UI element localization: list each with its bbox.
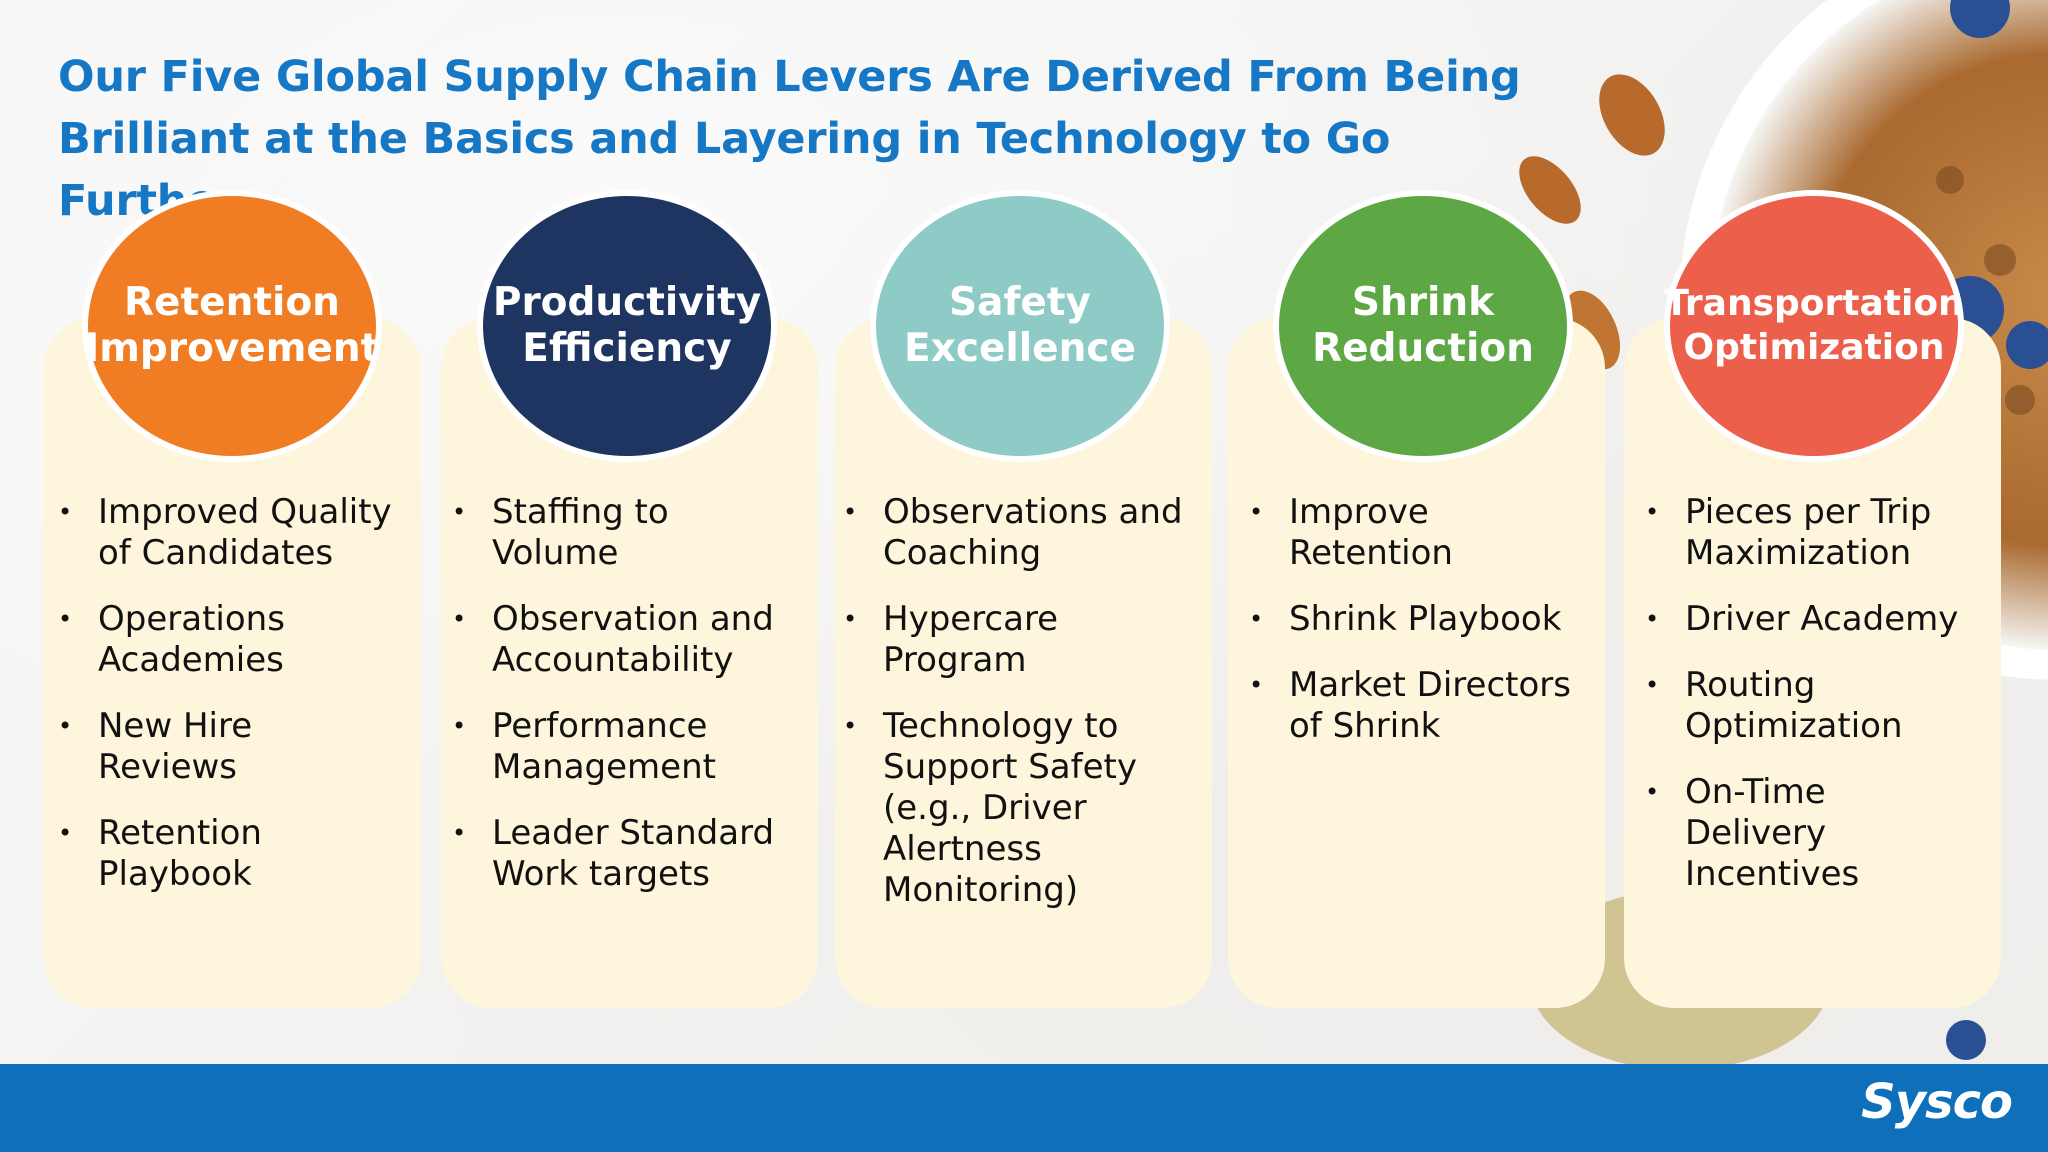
list-item: Market Directors of Shrink: [1249, 665, 1579, 747]
page-title: Our Five Global Supply Chain Levers Are …: [58, 52, 1521, 226]
list-item: On-Time Delivery Incentives: [1645, 772, 1975, 895]
list-item: Improve Retention: [1249, 492, 1579, 574]
lever-bullet-list-retention: Improved Quality of Candidates Operation…: [58, 492, 398, 920]
lever-bullet-list-transportation: Pieces per Trip Maximization Driver Acad…: [1645, 492, 1975, 920]
lever-bullet-list-shrink: Improve Retention Shrink Playbook Market…: [1249, 492, 1579, 772]
lever-heading: Transportation Optimization: [1664, 283, 1964, 368]
list-item: Driver Academy: [1645, 599, 1975, 640]
lever-heading: Productivity Efficiency: [492, 280, 762, 371]
list-item: Observation and Accountability: [452, 599, 802, 681]
lever-heading: Safety Excellence: [904, 280, 1136, 371]
list-item: Leader Standard Work targets: [452, 813, 802, 895]
list-item: Retention Playbook: [58, 813, 398, 895]
lever-heading: Shrink Reduction: [1312, 280, 1534, 371]
lever-bullet-list-productivity: Staffing to Volume Observation and Accou…: [452, 492, 802, 920]
lever-circle-transportation: Transportation Optimization: [1664, 190, 1964, 462]
footer-bar: Sysco: [0, 1064, 2048, 1152]
lever-circle-retention: Retention Improvement: [82, 190, 382, 462]
list-item: Routing Optimization: [1645, 665, 1975, 747]
lever-circle-safety: Safety Excellence: [870, 190, 1170, 462]
list-item: Performance Management: [452, 706, 802, 788]
list-item: Shrink Playbook: [1249, 599, 1579, 640]
lever-bullet-list-safety: Observations and Coaching Hypercare Prog…: [843, 492, 1203, 936]
list-item: Operations Academies: [58, 599, 398, 681]
sysco-logo: Sysco: [1861, 1074, 2013, 1130]
lever-circle-productivity: Productivity Efficiency: [477, 190, 777, 462]
list-item: Technology to Support Safety (e.g., Driv…: [843, 706, 1203, 911]
list-item: Pieces per Trip Maximization: [1645, 492, 1975, 574]
list-item: Staffing to Volume: [452, 492, 802, 574]
list-item: New Hire Reviews: [58, 706, 398, 788]
list-item: Improved Quality of Candidates: [58, 492, 398, 574]
list-item: Observations and Coaching: [843, 492, 1203, 574]
list-item: Hypercare Program: [843, 599, 1203, 681]
lever-circle-shrink: Shrink Reduction: [1273, 190, 1573, 462]
lever-heading: Retention Improvement: [84, 280, 380, 371]
